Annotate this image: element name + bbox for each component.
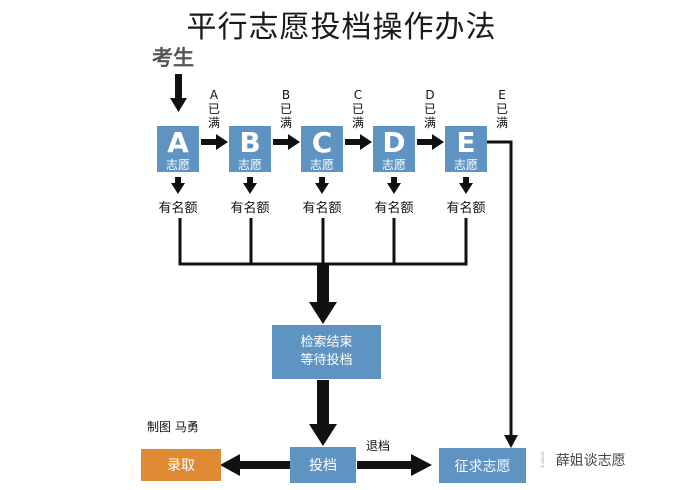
quota-label-e: 有名额 <box>446 201 486 216</box>
submit-box: 投档 <box>290 447 356 483</box>
to-solicit-arrow <box>357 454 432 476</box>
choice-sub-label: 志愿 <box>309 158 334 172</box>
diagram-title: 平行志愿投档操作办法 <box>186 10 497 45</box>
student-label: 考生 <box>152 46 194 70</box>
choice-e-box: E 志愿 <box>445 126 487 172</box>
quota-arrows <box>171 177 473 194</box>
watermark-text: 薛姐谈志愿 <box>555 453 626 469</box>
quota-label-b: 有名额 <box>230 201 270 216</box>
admit-box: 录取 <box>141 449 221 481</box>
to-search-end-arrow <box>309 264 337 324</box>
quota-label-a: 有名额 <box>158 201 198 216</box>
choice-chain-arrows <box>201 134 444 150</box>
quota-label-d: 有名额 <box>374 201 414 216</box>
chat-bubble-icon: ❕ <box>533 451 552 469</box>
search-end-line-2: 等待投档 <box>300 353 353 368</box>
choice-letter: B <box>239 126 261 159</box>
search-end-box: 检索结束 等待投档 <box>272 325 381 379</box>
search-end-line-1: 检索结束 <box>300 335 353 350</box>
watermark: ❕ 薛姐谈志愿 <box>533 450 626 470</box>
choice-letter: E <box>456 126 476 159</box>
choice-c-box: C 志愿 <box>301 126 343 172</box>
to-admit-arrow <box>220 454 290 476</box>
choice-letter: D <box>382 126 406 159</box>
choice-letter: C <box>311 126 333 159</box>
choice-b-box: B 志愿 <box>229 126 271 172</box>
choice-sub-label: 志愿 <box>237 158 262 172</box>
choice-sub-label: 志愿 <box>453 158 478 172</box>
to-submit-arrow <box>309 380 337 446</box>
choice-letter: A <box>167 126 189 159</box>
solicit-box: 征求志愿 <box>439 448 526 483</box>
choice-sub-label: 志愿 <box>165 158 190 172</box>
choice-a-box: A 志愿 <box>157 126 199 172</box>
e-full-path <box>487 140 518 448</box>
retreat-label: 退档 <box>366 439 391 453</box>
collector-bracket <box>178 218 468 266</box>
credit-label: 制图 马勇 <box>147 420 199 434</box>
choice-d-box: D 志愿 <box>373 126 415 172</box>
choice-sub-label: 志愿 <box>381 158 406 172</box>
student-arrow <box>170 74 187 112</box>
quota-label-c: 有名额 <box>302 201 342 216</box>
